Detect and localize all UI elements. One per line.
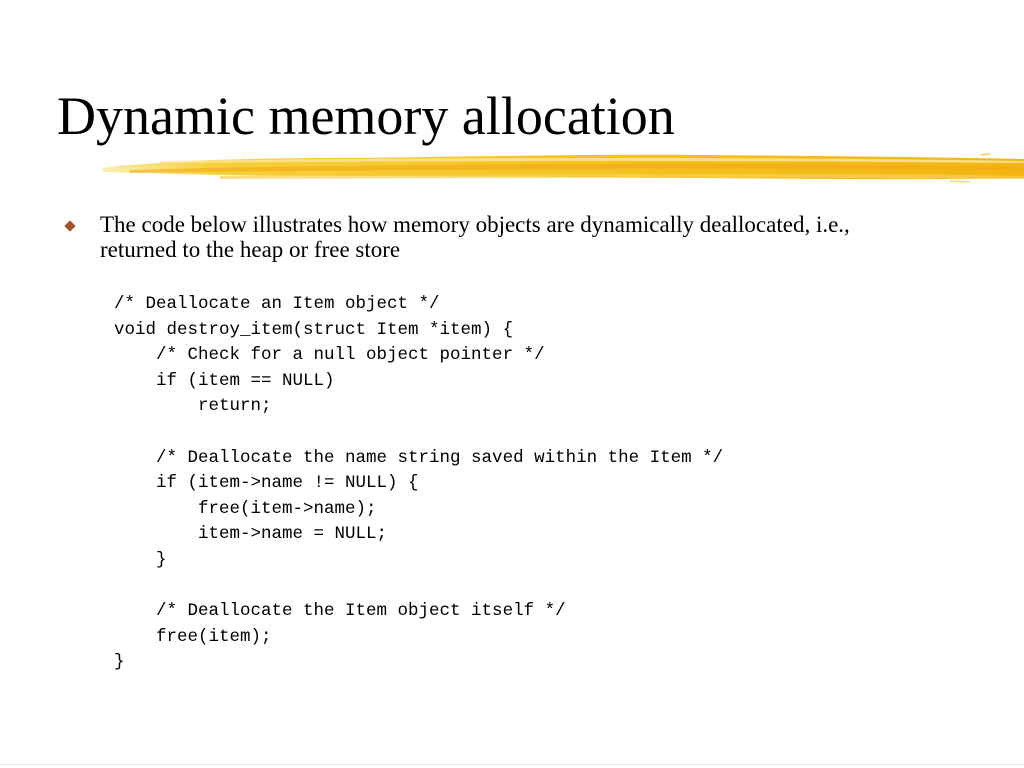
code-line: if (item == NULL) — [114, 370, 335, 391]
diamond-bullet-icon — [64, 220, 76, 232]
code-line: /* Deallocate an Item object */ — [114, 294, 440, 314]
code-line: void destroy_item(struct Item *item) { — [114, 319, 514, 340]
code-line: free(item->name); — [114, 498, 377, 519]
code-line: } — [114, 549, 167, 570]
bullet-text: The code below illustrates how memory ob… — [100, 212, 850, 262]
code-line: item->name = NULL; — [114, 524, 388, 545]
code-line: if (item->name != NULL) { — [114, 473, 419, 494]
code-line: /* Deallocate the Item object itself */ — [114, 601, 566, 622]
slide-title: Dynamic memory allocation — [57, 86, 675, 146]
code-line: return; — [114, 396, 272, 417]
title-underline-brushstroke — [102, 153, 1024, 183]
code-line: /* Deallocate the name string saved with… — [114, 447, 724, 468]
code-block: /* Deallocate an Item object */ void dest… — [114, 292, 723, 676]
code-line — [114, 420, 723, 446]
code-line: } — [114, 652, 125, 673]
code-line: free(item); — [114, 626, 272, 647]
footer-divider — [0, 764, 1024, 765]
code-line: /* Check for a null object pointer */ — [114, 345, 545, 366]
code-line — [114, 574, 723, 600]
